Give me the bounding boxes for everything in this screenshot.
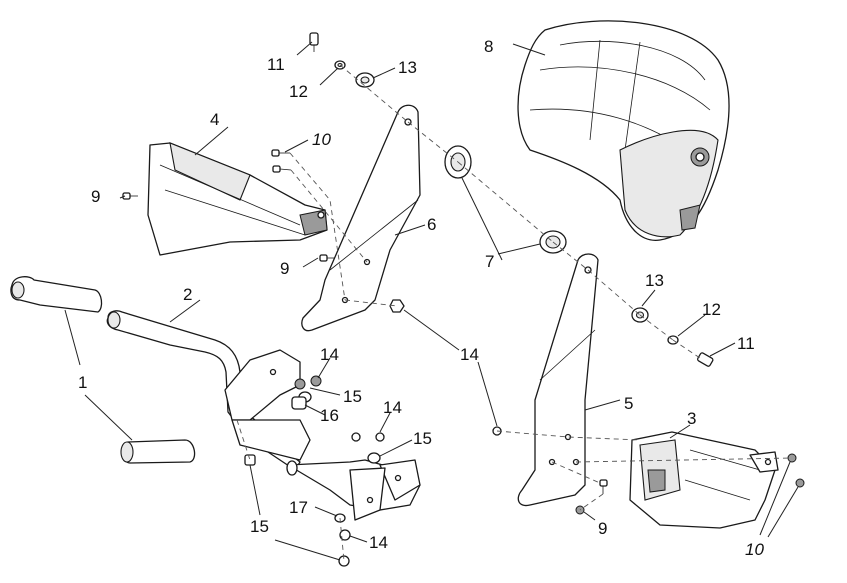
bushings — [444, 145, 567, 254]
tubular-frame — [106, 310, 421, 521]
callout-14: 14 — [369, 533, 388, 552]
callout-2: 2 — [183, 285, 192, 304]
callout-15: 15 — [413, 429, 432, 448]
callout-10: 10 — [312, 130, 331, 149]
callout-9: 9 — [280, 259, 289, 278]
callout-4: 4 — [210, 110, 219, 129]
callout-15: 15 — [250, 517, 269, 536]
right-mounting-plate — [517, 253, 599, 507]
callout-11: 11 — [737, 334, 755, 353]
callout-14: 14 — [460, 345, 479, 364]
callout-10: 10 — [745, 540, 764, 559]
callout-13: 13 — [398, 58, 417, 77]
callout-leader-lines — [64, 41, 799, 561]
callout-17: 17 — [289, 498, 308, 517]
callout-14: 14 — [320, 345, 339, 364]
callout-14: 14 — [383, 398, 402, 417]
callout-12: 12 — [702, 300, 721, 319]
callout-13: 13 — [645, 271, 664, 290]
callout-15: 15 — [343, 387, 362, 406]
backrest-cushion — [517, 20, 730, 241]
callout-11: 11 — [267, 55, 285, 74]
callout-16: 16 — [320, 406, 339, 425]
callout-7: 7 — [485, 252, 494, 271]
callout-3: 3 — [687, 409, 696, 428]
right-side-shell — [629, 431, 779, 529]
callout-9: 9 — [598, 519, 607, 538]
callout-6: 6 — [427, 215, 436, 234]
callout-8: 8 — [484, 37, 493, 56]
callout-1: 1 — [78, 373, 87, 392]
callout-labels: 11 12 13 4 10 9 6 8 7 9 2 1 14 13 12 11 … — [78, 37, 764, 559]
callout-12: 12 — [289, 82, 308, 101]
callout-5: 5 — [624, 394, 633, 413]
grip-tubes — [10, 276, 196, 464]
callout-9: 9 — [91, 187, 100, 206]
assembly-axis-lines — [236, 64, 793, 562]
left-side-shell — [147, 142, 328, 256]
